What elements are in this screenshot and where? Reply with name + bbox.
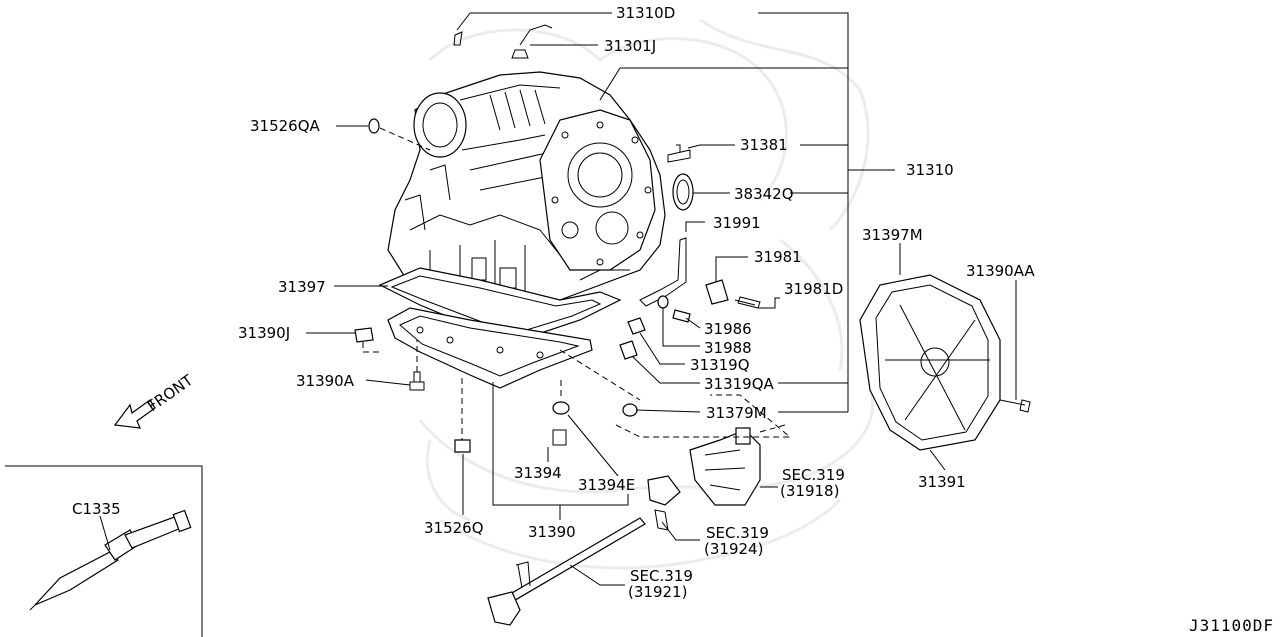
callout-31390: 31390 — [528, 523, 576, 541]
callout-31319QA: 31319QA — [704, 375, 775, 393]
callout-31301J: 31301J — [604, 37, 656, 55]
oil-pan — [387, 307, 593, 389]
callout-31390AA: 31390AA — [966, 262, 1035, 280]
watermark-emblem — [418, 18, 875, 570]
callout-31381: 31381 — [740, 136, 788, 154]
callout-31986: 31986 — [704, 320, 752, 338]
part-callouts: 31310D 31301J 31526QA 31381 31310 38342Q… — [72, 4, 1035, 601]
callout-31391: 31391 — [918, 473, 966, 491]
side-cover — [859, 274, 1001, 451]
callout-31526Q: 31526Q — [424, 519, 484, 537]
callout-31397: 31397 — [278, 278, 326, 296]
small-parts — [354, 24, 1031, 453]
callout-sec319-31924-title: SEC.319 — [706, 524, 769, 542]
callout-31981: 31981 — [754, 248, 802, 266]
leader-lines — [99, 12, 1017, 586]
callout-sec319-31918-title: SEC.319 — [782, 466, 845, 484]
callout-31991: 31991 — [713, 214, 761, 232]
callout-sec319-31924-ref: (31924) — [704, 540, 763, 558]
callout-31394E: 31394E — [578, 476, 635, 494]
callout-31397M: 31397M — [862, 226, 923, 244]
sealant-tube-inset — [5, 465, 203, 637]
callout-31379M: 31379M — [706, 404, 767, 422]
sec319-assemblies — [487, 427, 761, 626]
callout-31988: 31988 — [704, 339, 752, 357]
callout-31526QA: 31526QA — [250, 117, 321, 135]
callout-C1335: C1335 — [72, 500, 121, 518]
callout-31310D: 31310D — [616, 4, 675, 22]
callout-sec319-31921-ref: (31921) — [628, 583, 687, 601]
transmission-case — [387, 71, 666, 321]
callout-31319Q: 31319Q — [690, 356, 750, 374]
callout-31390J: 31390J — [238, 324, 290, 342]
callout-31394: 31394 — [514, 464, 562, 482]
callout-sec319-31918-ref: (31918) — [780, 482, 839, 500]
callout-31390A: 31390A — [296, 372, 355, 390]
front-label: FRONT — [144, 371, 197, 416]
callout-sec319-31921-title: SEC.319 — [630, 567, 693, 585]
callout-38342Q: 38342Q — [734, 185, 794, 203]
drawing-code: J31100DF — [1188, 616, 1274, 635]
callout-31981D: 31981D — [784, 280, 843, 298]
callout-31310: 31310 — [906, 161, 954, 179]
front-arrow: FRONT — [113, 371, 197, 429]
